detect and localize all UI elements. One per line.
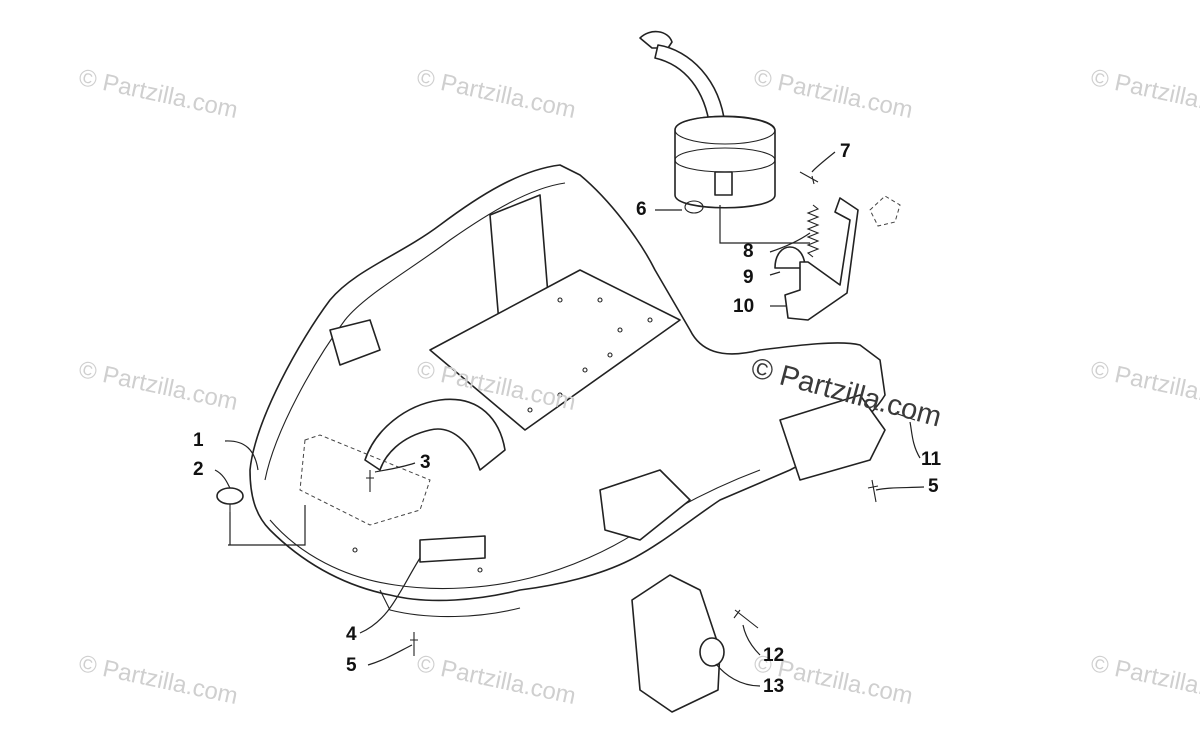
decal-part[interactable]: [419, 535, 486, 563]
callout-2[interactable]: 2: [193, 459, 204, 480]
bracket-part[interactable]: [784, 197, 859, 321]
push-pin-part-2[interactable]: [216, 487, 244, 512]
muffler-part[interactable]: [639, 30, 776, 214]
callout-1[interactable]: 1: [193, 430, 204, 451]
callout-7[interactable]: 7: [840, 141, 851, 162]
air-duct-part[interactable]: [631, 574, 725, 713]
callout-12[interactable]: 12: [763, 645, 785, 666]
callout-5a[interactable]: 5: [346, 655, 357, 676]
callout-6[interactable]: 6: [636, 199, 647, 220]
callout-8[interactable]: 8: [743, 241, 754, 262]
rivet-part-5b[interactable]: [867, 479, 879, 503]
body-tub-part[interactable]: [249, 164, 886, 618]
floor-panel-outline: [299, 434, 431, 526]
screw-part-12[interactable]: [733, 609, 759, 629]
callout-10[interactable]: 10: [733, 296, 755, 317]
bolt-part-7[interactable]: [799, 171, 819, 185]
callout-3[interactable]: 3: [420, 452, 431, 473]
callout-5b[interactable]: 5: [928, 476, 939, 497]
spring-part[interactable]: [806, 204, 820, 258]
leader-lines: [214, 151, 925, 687]
screw-part-3[interactable]: [366, 470, 374, 492]
callout-11[interactable]: 11: [921, 449, 942, 470]
callout-13[interactable]: 13: [763, 676, 785, 697]
bolt-part-11[interactable]: [894, 412, 916, 421]
callout-4[interactable]: 4: [346, 624, 357, 645]
nut-outline: [869, 195, 901, 227]
rivet-part-5a[interactable]: [410, 632, 418, 656]
callout-9[interactable]: 9: [743, 267, 754, 288]
